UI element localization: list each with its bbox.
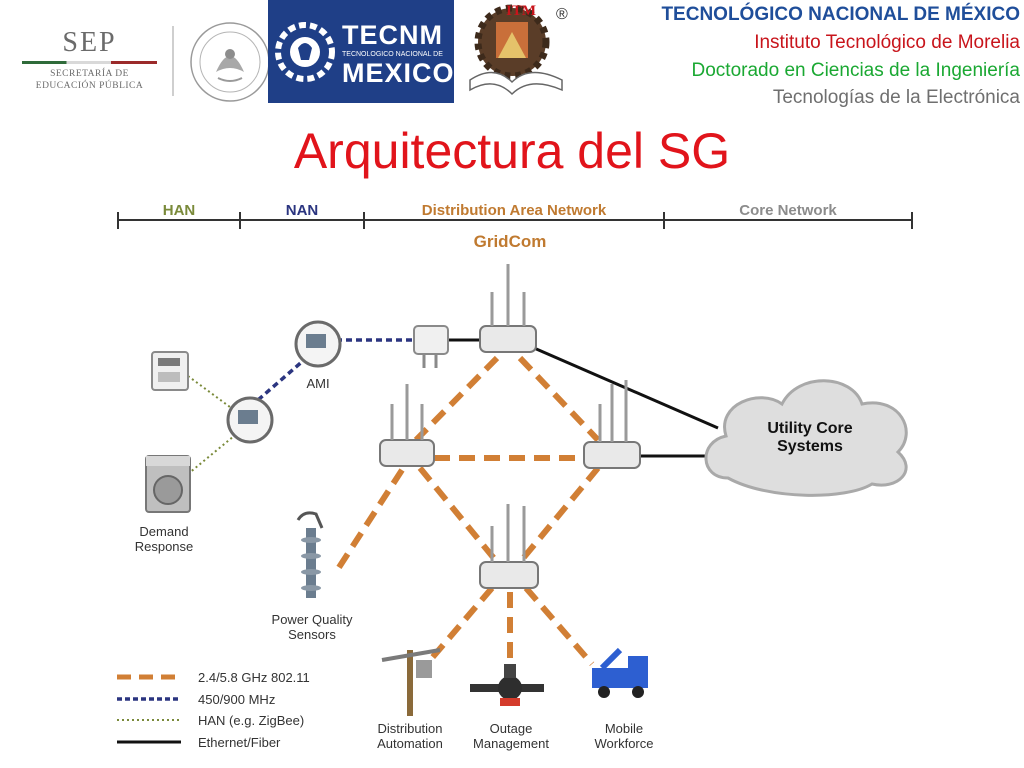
cloud-label: Utility Core Systems: [740, 420, 880, 456]
legend-label-nan: 450/900 MHz: [198, 691, 276, 707]
tecnm-logo-line3: MEXICO: [342, 58, 455, 88]
legend-label-ethernet: Ethernet/Fiber: [198, 734, 281, 750]
itm-logo: [469, 4, 563, 96]
tecnm-emblem-icon: [275, 22, 335, 82]
header-line-doctorado: Doctorado en Ciencias de la Ingeniería: [691, 60, 1020, 81]
network-label-han: HAN: [162, 202, 196, 219]
home-meter-icon: [226, 396, 274, 444]
access-point-left-icon: [379, 384, 435, 467]
label-mobile-workforce: Mobile Workforce: [582, 721, 666, 751]
link-wifi-top-right: [517, 355, 601, 443]
thermostat-icon: [151, 351, 189, 391]
utility-truck-icon: [592, 647, 648, 698]
header-line-tecnm: TECNOLÓGICO NACIONAL DE MÉXICO: [661, 4, 1020, 25]
label-da-line2: Automation: [377, 736, 443, 751]
legend-row-ethernet: Ethernet/Fiber: [190, 732, 280, 752]
label-outage-management: Outage Management: [464, 721, 558, 751]
cloud-label-line2: Systems: [777, 438, 843, 455]
link-wifi-left-bottom: [417, 466, 500, 564]
legend-label-wifi: 2.4/5.8 GHz 802.11: [198, 669, 310, 685]
sep-logo-bar: [22, 61, 157, 64]
tecnm-logo-line1: TECNM: [342, 20, 443, 50]
tecnm-logo: TECNM TECNOLOGICO NACIONAL DE MEXICO: [268, 0, 454, 103]
label-ami: AMI: [306, 376, 330, 391]
link-wifi-top-left: [413, 355, 500, 443]
link-wifi-right-bottom: [517, 466, 601, 564]
link-nan-meter-ami: [256, 358, 306, 402]
registered-mark: ®: [556, 6, 568, 23]
label-demand-line1: Demand: [139, 524, 189, 539]
label-demand-line2: Response: [134, 539, 194, 554]
outage-device-icon: [470, 664, 544, 706]
power-bridge-icon: [413, 325, 449, 368]
network-label-dan: Distribution Area Network: [421, 202, 607, 219]
link-wifi-left-pq: [333, 468, 405, 574]
access-point-right-icon: [583, 380, 641, 469]
legend-label-han: HAN (e.g. ZigBee): [198, 712, 305, 728]
tecnm-logo-line2: TECNOLOGICO NACIONAL DE: [342, 51, 443, 58]
sep-logo-line1: SECRETARÍA DE: [50, 69, 129, 79]
link-han-thermostat-meter: [187, 375, 235, 411]
sep-logo-line2: EDUCACIÓN PÚBLICA: [35, 81, 144, 91]
slide-title: Arquitectura del SG: [293, 123, 731, 179]
network-label-nan: NAN: [285, 202, 319, 219]
label-pq-line2: Sensors: [288, 627, 336, 642]
label-mw-line1: Mobile: [604, 721, 644, 736]
link-wifi-bottom-mw: [523, 586, 595, 666]
legend-row-nan: 450/900 MHz: [190, 689, 275, 709]
itm-logo-mark: ITM: [506, 3, 536, 19]
gridcom-label: GridCom: [473, 232, 547, 251]
label-demand-response: Demand Response: [122, 524, 206, 554]
label-da-line1: Distribution: [377, 721, 443, 736]
distribution-pole-icon: [381, 648, 441, 716]
access-point-bottom-icon: [479, 504, 539, 589]
access-point-top-icon: [479, 264, 537, 353]
cloud-label-line1: Utility Core: [767, 420, 853, 437]
label-mw-line2: Workforce: [594, 736, 654, 751]
link-han-washer-meter: [187, 435, 235, 475]
network-ruler: [117, 212, 913, 229]
logo-divider: [172, 26, 174, 96]
header-line-itm: Instituto Tecnológico de Morelia: [754, 32, 1020, 53]
legend-swatches: [117, 674, 181, 744]
legend-row-han: HAN (e.g. ZigBee): [190, 710, 304, 730]
network-label-core: Core Network: [739, 202, 837, 219]
sep-logo-text: SEP: [62, 27, 117, 58]
label-power-quality: Power Quality Sensors: [262, 612, 362, 642]
label-om-line2: Management: [473, 736, 549, 751]
utility-core-cloud-icon: [704, 379, 908, 497]
label-pq-line1: Power Quality: [271, 612, 353, 627]
label-om-line1: Outage: [489, 721, 533, 736]
link-wifi-bottom-da: [417, 586, 495, 674]
sep-logo: SEP SECRETARÍA DE EDUCACIÓN PÚBLICA: [22, 28, 157, 92]
legend-row-wifi: 2.4/5.8 GHz 802.11: [190, 667, 310, 687]
power-quality-sensor-icon: [296, 511, 324, 598]
washer-icon: [145, 455, 191, 513]
mexico-seal-logo: [190, 22, 270, 102]
label-distribution-automation: Distribution Automation: [362, 721, 458, 751]
ami-meter-icon: [294, 320, 342, 368]
header-line-electronica: Tecnologías de la Electrónica: [772, 87, 1020, 108]
